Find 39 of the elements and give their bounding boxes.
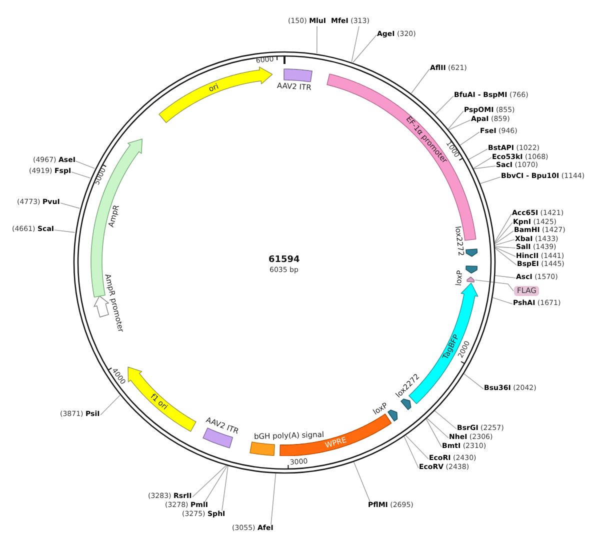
leader-line [204,465,228,502]
leader-line [404,434,429,460]
leader-line [494,275,516,278]
leader-line [492,297,513,304]
leader-line [494,230,514,244]
leader-line [71,172,91,178]
leader-line [100,394,120,416]
plasmid-name: 61594 [268,256,300,266]
leader-line [353,461,370,502]
leader-line [351,26,360,62]
leader-line [434,96,454,115]
leader-line [494,214,512,244]
leader-line [222,465,228,512]
leader-line [463,372,484,390]
leader-line [434,410,457,430]
leader-line [192,464,227,498]
leader-line [448,120,471,130]
leader-line [460,132,480,146]
leader-line [75,160,95,169]
leader-line [473,166,496,170]
leader-line [494,246,516,248]
leader-line [494,239,515,246]
leader-line [494,246,516,257]
leader-line [494,222,513,244]
leader-line [410,68,430,94]
leader-line [404,436,419,468]
leader-line [316,26,318,54]
leader-line [494,248,517,266]
leader-line [468,148,488,160]
leader-line [474,280,514,292]
leader-line [352,34,377,63]
leader-line [480,176,501,184]
leader-line [270,472,276,526]
leader-line [448,110,464,130]
leader-line [54,230,76,233]
leader-line [60,202,80,209]
leader-line [426,418,442,448]
leader-line [426,418,449,438]
leader-line [473,157,492,169]
